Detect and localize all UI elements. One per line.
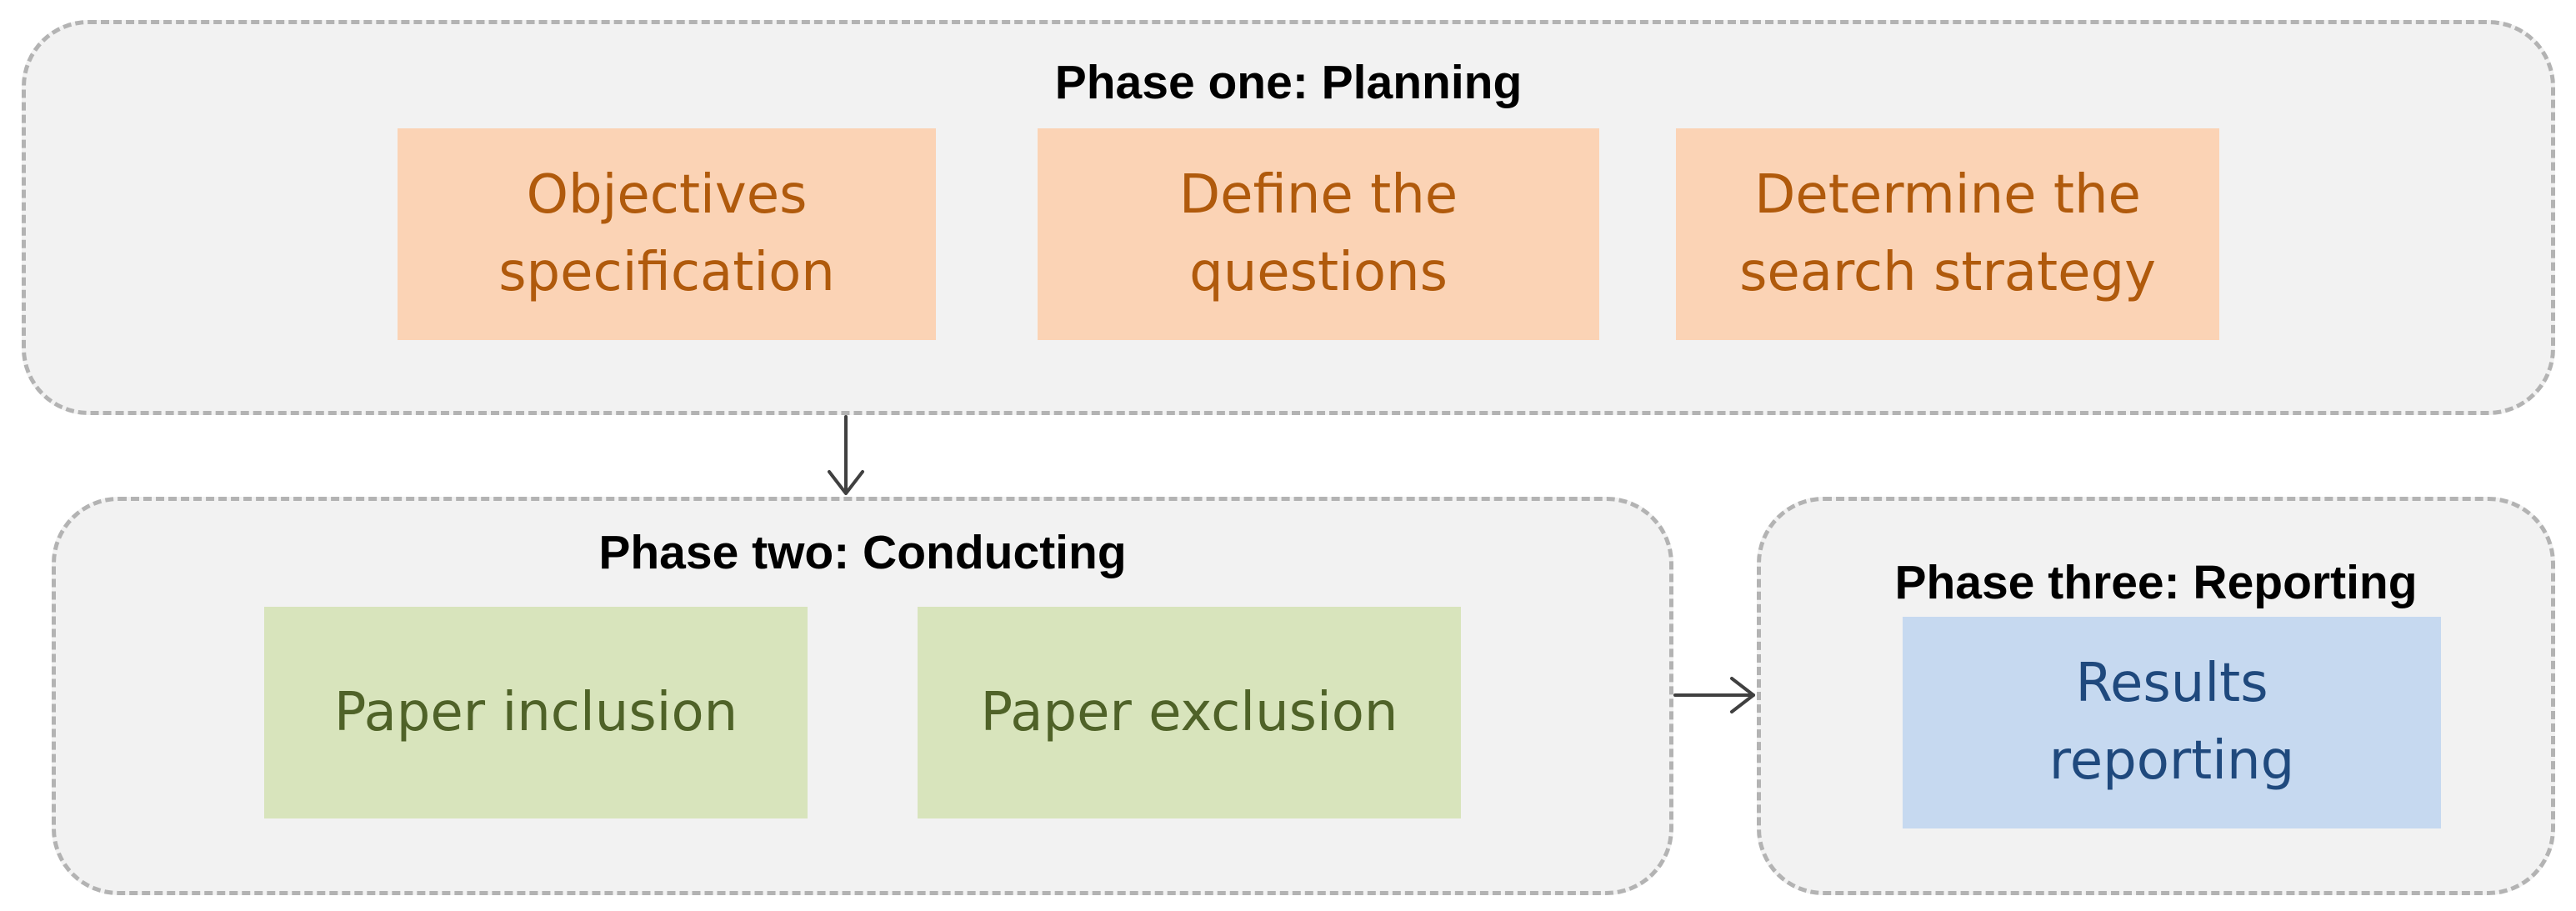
step-results-reporting: Results reporting xyxy=(1903,617,2441,828)
phase-reporting-container: Phase three: Reporting Results reporting xyxy=(1757,497,2555,895)
arrow-planning-to-conducting xyxy=(828,415,864,495)
arrow-conducting-to-reporting xyxy=(1673,677,1755,713)
step-objectives-line2: specification xyxy=(498,242,835,303)
step-results-line1: Results xyxy=(2075,653,2268,715)
step-paper-exclusion: Paper exclusion xyxy=(918,607,1461,818)
step-search-line1: Determine the xyxy=(1754,164,2141,227)
step-objectives-line1: Objectives xyxy=(526,164,808,227)
step-paper-inclusion: Paper inclusion xyxy=(264,607,808,818)
phase-planning-container: Phase one: Planning Objectives specifica… xyxy=(22,20,2555,415)
step-search-line2: search strategy xyxy=(1739,242,2156,303)
phase-reporting-title: Phase three: Reporting xyxy=(1894,556,2418,609)
phase-conducting-container: Phase two: Conducting Paper inclusion Pa… xyxy=(52,497,1673,895)
step-define-questions: Define the questions xyxy=(1038,128,1599,340)
step-define-line1: Define the xyxy=(1178,164,1458,227)
step-exclusion-line1: Paper exclusion xyxy=(980,681,1398,743)
step-search-strategy: Determine the search strategy xyxy=(1676,128,2219,340)
step-results-line2: reporting xyxy=(2048,730,2295,792)
phase-planning-title: Phase one: Planning xyxy=(1054,56,1523,109)
step-inclusion-line1: Paper inclusion xyxy=(333,681,738,743)
phase-conducting-title: Phase two: Conducting xyxy=(598,526,1127,579)
step-define-line2: questions xyxy=(1189,242,1448,303)
step-objectives-specification: Objectives specification xyxy=(398,128,936,340)
